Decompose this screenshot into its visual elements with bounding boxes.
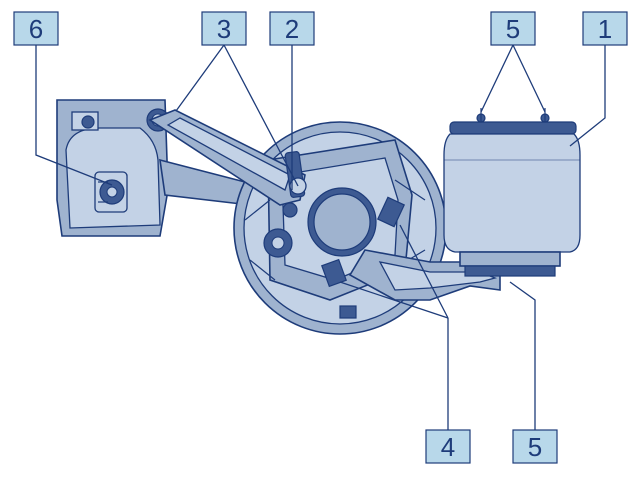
callout-1-top-label: 1 [598, 14, 612, 44]
callout-3-top: 3 [201, 11, 247, 46]
shock-absorber [282, 151, 307, 218]
callout-6-top-label: 6 [29, 14, 43, 44]
callout-5-top: 5 [490, 11, 536, 46]
callout-2-top: 2 [269, 11, 315, 46]
callout-2-top-label: 2 [285, 14, 299, 44]
callout-5-bottom: 5 [512, 429, 558, 464]
leader-lines [35, 44, 606, 430]
air-spring [443, 108, 581, 277]
callout-5-bottom-label: 5 [528, 432, 542, 462]
callout-4-bottom-label: 4 [441, 432, 455, 462]
axle-tube [307, 187, 377, 257]
callout-1-top: 1 [582, 11, 628, 46]
callout-3-top-label: 3 [217, 14, 231, 44]
callout-4-bottom: 4 [425, 429, 471, 464]
callout-5-top-label: 5 [506, 14, 520, 44]
hanger-bracket [56, 99, 170, 237]
axle-clamps [321, 196, 406, 288]
callout-6-top: 6 [13, 11, 59, 46]
